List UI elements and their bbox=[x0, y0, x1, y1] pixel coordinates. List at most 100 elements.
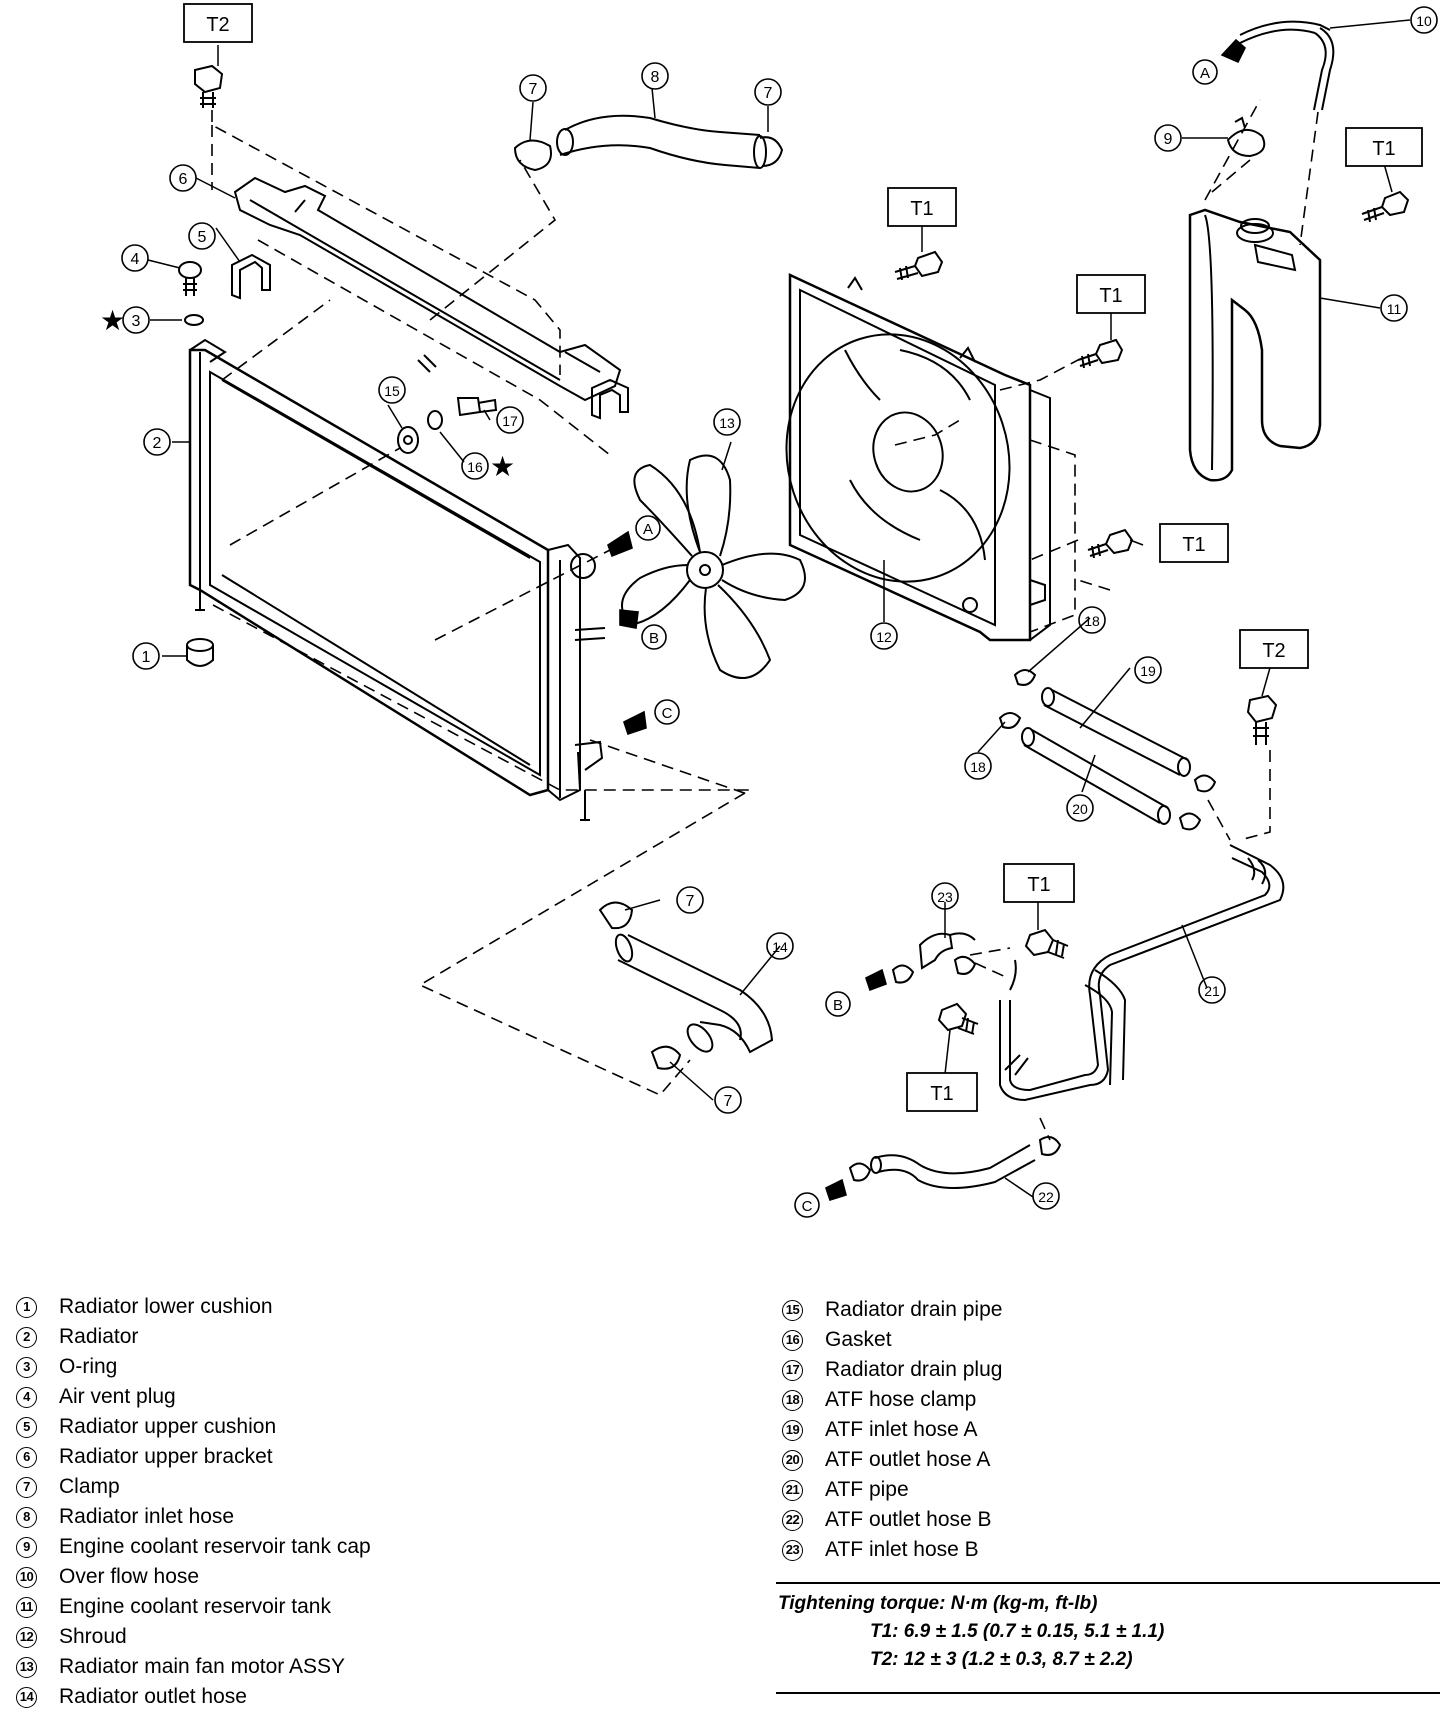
atf-outlet-hose-b bbox=[848, 1135, 1062, 1190]
svg-text:7: 7 bbox=[529, 81, 538, 98]
bolt-t1-tank bbox=[1361, 190, 1410, 223]
box-t1-atf-upper: T1 bbox=[1003, 863, 1075, 903]
conn-c-atf: C bbox=[794, 1178, 847, 1218]
callout-1: 1 bbox=[132, 642, 160, 670]
svg-text:8: 8 bbox=[651, 69, 660, 86]
svg-text:17: 17 bbox=[502, 413, 518, 429]
radiator-upper-bracket bbox=[233, 176, 622, 402]
assembly-lines bbox=[211, 99, 1319, 1141]
callout-20: 20 bbox=[1066, 794, 1094, 822]
bolt-t1-shroud-lower bbox=[1087, 528, 1134, 559]
callout-10: 10 bbox=[1410, 6, 1438, 34]
conn-b-radiator: B bbox=[619, 609, 667, 650]
svg-text:T1: T1 bbox=[1027, 874, 1050, 896]
reservoir-tank bbox=[1188, 208, 1322, 482]
svg-text:14: 14 bbox=[772, 939, 788, 955]
callout-7d: 7 bbox=[714, 1086, 742, 1114]
svg-text:7: 7 bbox=[764, 85, 773, 102]
bolt-t2-atf bbox=[1246, 694, 1278, 745]
callout-21: 21 bbox=[1198, 976, 1226, 1004]
svg-text:9: 9 bbox=[1164, 131, 1173, 148]
callout-7c: 7 bbox=[676, 886, 704, 914]
svg-text:★: ★ bbox=[100, 305, 125, 336]
callout-6: 6 bbox=[169, 164, 197, 192]
svg-text:15: 15 bbox=[384, 383, 400, 399]
radiator-outlet-hose bbox=[598, 901, 774, 1070]
box-t1-atf-lower: T1 bbox=[906, 1072, 978, 1112]
bolt-t1-atf-lower bbox=[937, 1002, 979, 1035]
svg-text:B: B bbox=[649, 630, 659, 647]
radiator-lower-cushion bbox=[186, 638, 214, 667]
svg-text:22: 22 bbox=[1038, 1189, 1054, 1205]
callout-19: 19 bbox=[1134, 656, 1162, 684]
radiator-main-fan bbox=[621, 454, 806, 679]
box-t1-shroud: T1 bbox=[887, 187, 957, 227]
box-t1-lower: T1 bbox=[1159, 523, 1229, 563]
reservoir-tank-cap bbox=[1226, 116, 1266, 158]
conn-c-radiator: C bbox=[623, 699, 680, 736]
radiator-upper-cushion bbox=[231, 253, 629, 420]
tightening-torque-spec: Tightening torque: N·m (kg-m, ft-lb) T1:… bbox=[778, 1590, 1164, 1674]
callout-9: 9 bbox=[1154, 124, 1182, 152]
svg-text:18: 18 bbox=[1084, 613, 1100, 629]
bolt-t1-shroud-right bbox=[1077, 338, 1124, 369]
svg-text:1: 1 bbox=[142, 649, 151, 666]
conn-a-tank: A bbox=[1192, 38, 1246, 85]
conn-a-radiator: A bbox=[607, 515, 661, 558]
svg-text:A: A bbox=[1200, 65, 1210, 82]
svg-text:3: 3 bbox=[132, 313, 141, 330]
leader-lines bbox=[147, 19, 1411, 1198]
replace-star-markers: ★ ★ bbox=[100, 305, 515, 482]
atf-pipe bbox=[999, 844, 1285, 1102]
torque-t1: T1: 6.9 ± 1.5 (0.7 ± 0.15, 5.1 ± 1.1) bbox=[870, 1621, 1165, 1642]
svg-text:19: 19 bbox=[1140, 663, 1156, 679]
svg-text:7: 7 bbox=[724, 1093, 733, 1110]
svg-text:12: 12 bbox=[876, 629, 892, 645]
callout-22: 22 bbox=[1032, 1182, 1060, 1210]
shroud bbox=[785, 273, 1051, 642]
conn-b-atf: B bbox=[825, 968, 887, 1017]
svg-text:2: 2 bbox=[153, 435, 162, 452]
svg-text:T2: T2 bbox=[1262, 640, 1285, 662]
svg-text:13: 13 bbox=[719, 415, 735, 431]
box-t1-shroud-right: T1 bbox=[1076, 274, 1146, 314]
svg-text:5: 5 bbox=[198, 229, 207, 246]
svg-text:16: 16 bbox=[467, 459, 483, 475]
atf-inlet-hose-b bbox=[891, 932, 977, 984]
box-t1-tank: T1 bbox=[1345, 127, 1423, 167]
svg-text:T1: T1 bbox=[1372, 138, 1395, 160]
svg-text:T1: T1 bbox=[1099, 285, 1122, 307]
torque-rule-bottom bbox=[776, 1692, 1440, 1694]
callout-15: 15 bbox=[378, 376, 406, 404]
bolt-t1-shroud-top bbox=[894, 250, 944, 281]
callout-11: 11 bbox=[1380, 294, 1408, 322]
svg-text:T1: T1 bbox=[930, 1083, 953, 1105]
callout-3: 3 bbox=[122, 306, 150, 334]
torque-rule-top bbox=[776, 1582, 1440, 1584]
callout-16: 16 bbox=[461, 452, 489, 480]
svg-text:10: 10 bbox=[1416, 13, 1432, 29]
svg-text:C: C bbox=[662, 705, 673, 722]
atf-hoses bbox=[998, 669, 1217, 831]
air-vent-plug bbox=[178, 261, 204, 326]
svg-text:4: 4 bbox=[131, 251, 140, 268]
callout-18b: 18 bbox=[964, 752, 992, 780]
torque-boxes: T2 T1 T1 T1 T1 T2 T1 T1 bbox=[183, 3, 1423, 1112]
